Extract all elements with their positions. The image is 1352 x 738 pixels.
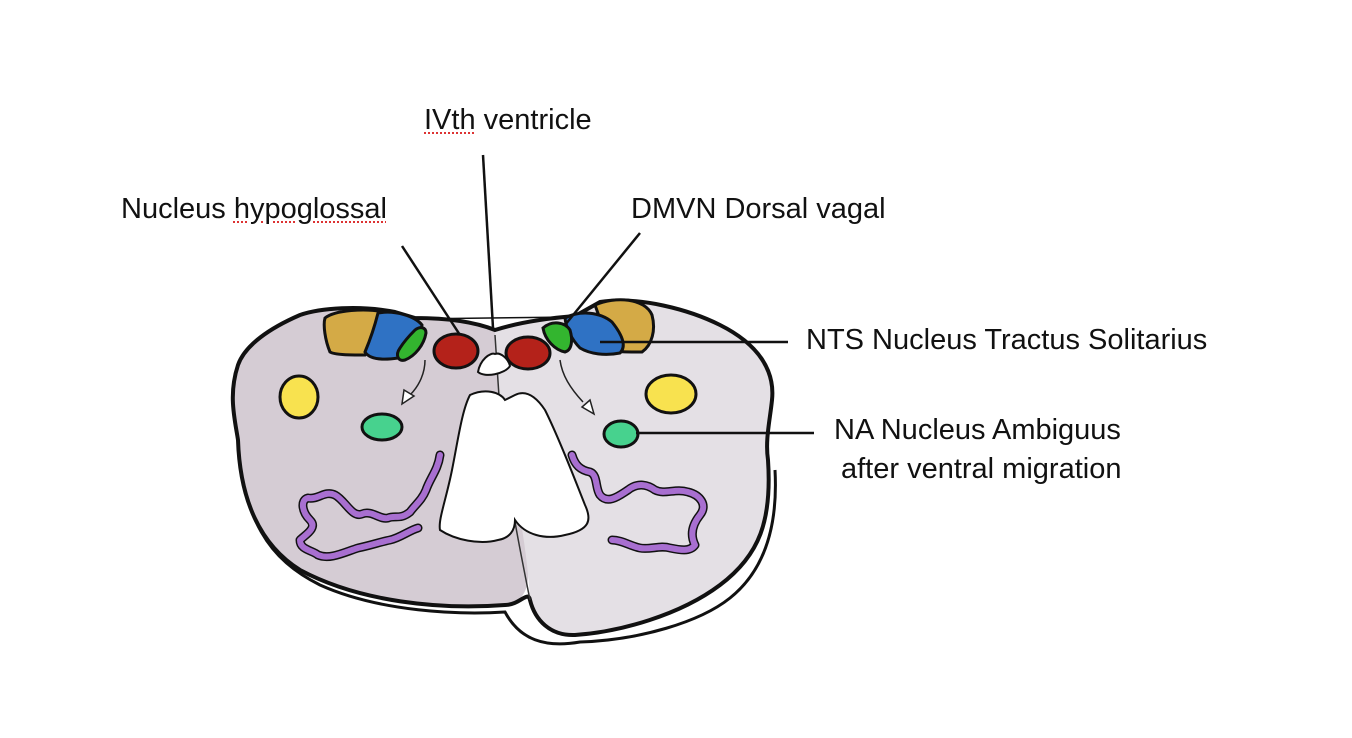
ventricle-leader-line (481, 154, 495, 329)
label-ivth-ventricle: IVth ventricle (424, 103, 592, 138)
right-nts-blue (563, 311, 625, 356)
ventral-migration-arrow-icon (401, 359, 426, 406)
label-na-line2: after ventral migration (841, 453, 1122, 485)
label-ventricle-rest: ventricle (475, 104, 592, 136)
hypoglossal-leader-line (400, 245, 462, 336)
central-white-region (438, 390, 590, 543)
right-nucleus-ambiguus (602, 419, 640, 449)
ventral-migration-arrow-icon (559, 359, 596, 416)
section-outline (230, 298, 775, 638)
label-ivth-prefix: IVth (424, 104, 476, 136)
label-hypoglossal-rest: hypoglossal (233, 193, 387, 225)
right-hypoglossal-red (504, 335, 552, 371)
label-na-line1: NA Nucleus Ambiguus (834, 414, 1121, 446)
label-nts: NTS Nucleus Tractus Solitarius (806, 324, 1208, 356)
left-nucleus-ambiguus (360, 412, 404, 442)
right-yellow-nucleus (644, 373, 698, 415)
left-hypoglossal-red (432, 332, 480, 370)
left-yellow-nucleus (278, 374, 320, 420)
dmvn-leader-line (564, 232, 641, 326)
label-nucleus-hypoglossal: Nucleus hypoglossal (121, 192, 387, 227)
label-dmvn: DMVN Dorsal vagal (631, 193, 886, 225)
right-half-tissue (495, 300, 773, 636)
central-canal (476, 352, 512, 376)
right-inferior-olive-fill (569, 452, 707, 553)
left-dmvn-green (396, 326, 428, 362)
section-shadow-outline (238, 429, 777, 646)
label-hypoglossal-prefix: Nucleus (121, 193, 234, 225)
right-dmvn-green (541, 321, 574, 354)
left-inferior-olive-fill (297, 452, 443, 560)
